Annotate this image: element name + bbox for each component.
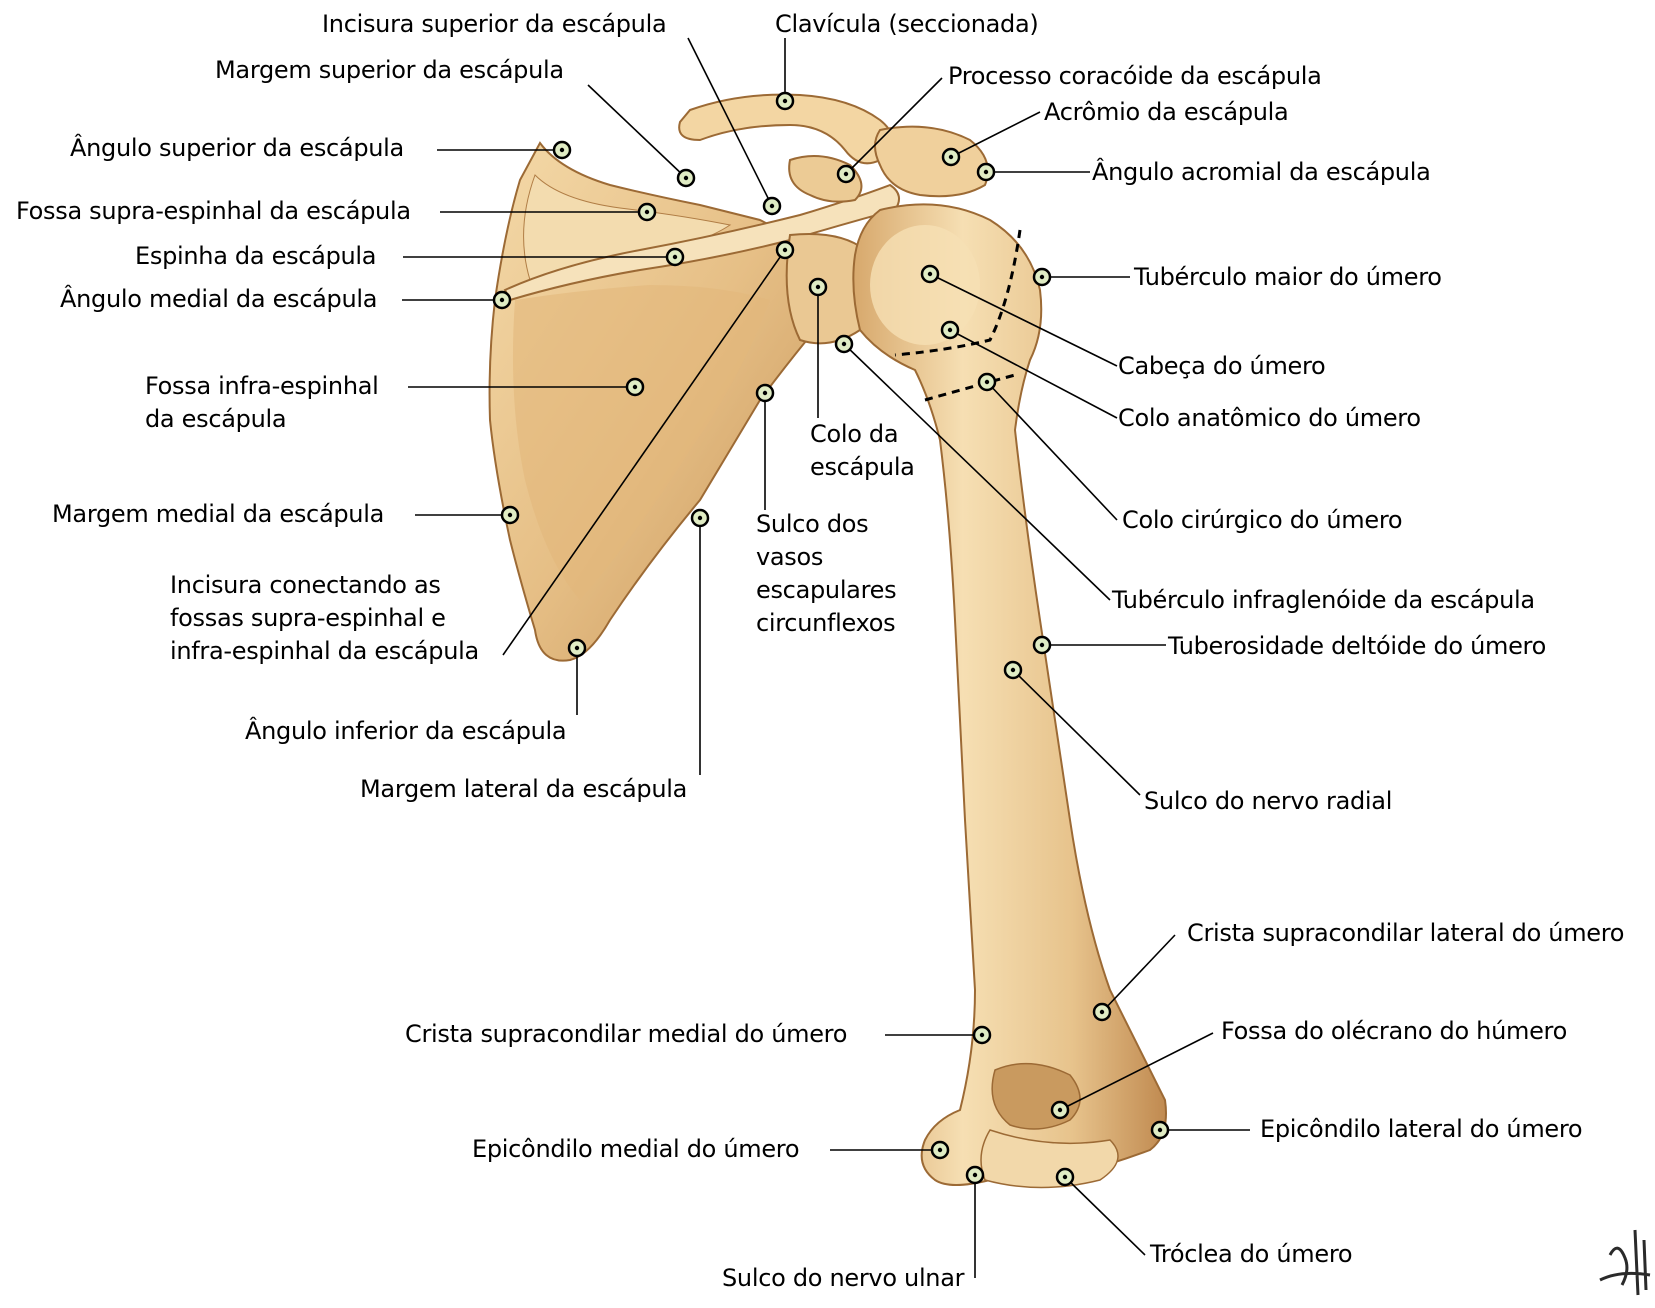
label-epicondilo-lateral: Epicôndilo lateral do úmero xyxy=(1260,1113,1582,1146)
label-colo-cirurgico: Colo cirúrgico do úmero xyxy=(1122,504,1402,537)
label-marker-dot xyxy=(575,646,579,650)
label-clavicula: Clavícula (seccionada) xyxy=(775,8,1038,41)
label-marker-dot xyxy=(560,148,564,152)
label-crista-medial: Crista supracondilar medial do úmero xyxy=(405,1018,847,1051)
label-margem-medial: Margem medial da escápula xyxy=(52,498,384,531)
artist-signature xyxy=(1600,1230,1650,1295)
label-fossa-olecrano: Fossa do olécrano do húmero xyxy=(1221,1015,1567,1048)
label-marker-dot xyxy=(1011,668,1015,672)
label-marker-dot xyxy=(980,1033,984,1037)
label-angulo-acromial: Ângulo acromial da escápula xyxy=(1092,156,1431,189)
label-marker-dot xyxy=(1040,643,1044,647)
label-acromio: Acrômio da escápula xyxy=(1044,96,1288,129)
label-marker-dot xyxy=(1158,1128,1162,1132)
label-marker-dot xyxy=(673,255,677,259)
label-tuberosidade-deltoide: Tuberosidade deltóide do úmero xyxy=(1168,630,1546,663)
label-marker-dot xyxy=(508,513,512,517)
label-sulco-vasos: Sulco dos vasos escapulares circunflexos xyxy=(756,508,896,640)
label-marker-dot xyxy=(844,172,848,176)
label-angulo-inferior: Ângulo inferior da escápula xyxy=(245,715,566,748)
label-fossa-supra: Fossa supra-espinhal da escápula xyxy=(16,195,411,228)
label-tuberculo-maior: Tubérculo maior do úmero xyxy=(1134,261,1442,294)
label-marker-dot xyxy=(984,170,988,174)
label-incisura-conectando: Incisura conectando as fossas supra-espi… xyxy=(170,569,479,668)
label-marker-dot xyxy=(948,328,952,332)
label-marker-dot xyxy=(1058,1108,1062,1112)
label-marker-dot xyxy=(645,210,649,214)
label-crista-lateral: Crista supracondilar lateral do úmero xyxy=(1187,917,1624,950)
label-marker-dot xyxy=(1100,1010,1104,1014)
label-epicondilo-medial: Epicôndilo medial do úmero xyxy=(472,1133,799,1166)
label-marker-dot xyxy=(684,176,688,180)
label-marker-dot xyxy=(783,99,787,103)
label-marker-dot xyxy=(985,380,989,384)
label-marker-dot xyxy=(842,342,846,346)
label-marker-dot xyxy=(763,391,767,395)
label-tuberculo-infraglenoide: Tubérculo infraglenóide da escápula xyxy=(1112,584,1535,617)
label-marker-dot xyxy=(949,155,953,159)
label-marker-dot xyxy=(770,204,774,208)
label-sulco-nervo-radial: Sulco do nervo radial xyxy=(1144,785,1392,818)
label-marker-dot xyxy=(500,298,504,302)
label-marker-dot xyxy=(1063,1175,1067,1179)
label-angulo-superior: Ângulo superior da escápula xyxy=(70,132,404,165)
label-margem-lateral: Margem lateral da escápula xyxy=(360,773,687,806)
label-marker-dot xyxy=(928,272,932,276)
humeral-head-shape xyxy=(870,225,980,345)
label-troclea: Tróclea do úmero xyxy=(1150,1238,1352,1271)
label-marker-dot xyxy=(633,385,637,389)
label-marker-dot xyxy=(1040,275,1044,279)
label-margem-superior: Margem superior da escápula xyxy=(215,54,564,87)
label-marker-dot xyxy=(783,248,787,252)
label-colo-escapula: Colo da escápula xyxy=(810,418,915,484)
label-sulco-nervo-ulnar: Sulco do nervo ulnar xyxy=(722,1262,964,1295)
label-fossa-infra: Fossa infra-espinhal da escápula xyxy=(145,370,379,436)
label-processo-coracoide: Processo coracóide da escápula xyxy=(948,60,1322,93)
label-colo-anatomico: Colo anatômico do úmero xyxy=(1118,402,1421,435)
label-marker-dot xyxy=(816,285,820,289)
label-espinha: Espinha da escápula xyxy=(135,240,376,273)
label-marker-dot xyxy=(973,1173,977,1177)
label-incisura-superior: Incisura superior da escápula xyxy=(322,8,666,41)
label-marker-dot xyxy=(698,516,702,520)
label-cabeca: Cabeça do úmero xyxy=(1118,350,1325,383)
label-angulo-medial: Ângulo medial da escápula xyxy=(60,283,377,316)
label-marker-dot xyxy=(938,1148,942,1152)
olecranon-fossa-shape xyxy=(992,1064,1080,1129)
